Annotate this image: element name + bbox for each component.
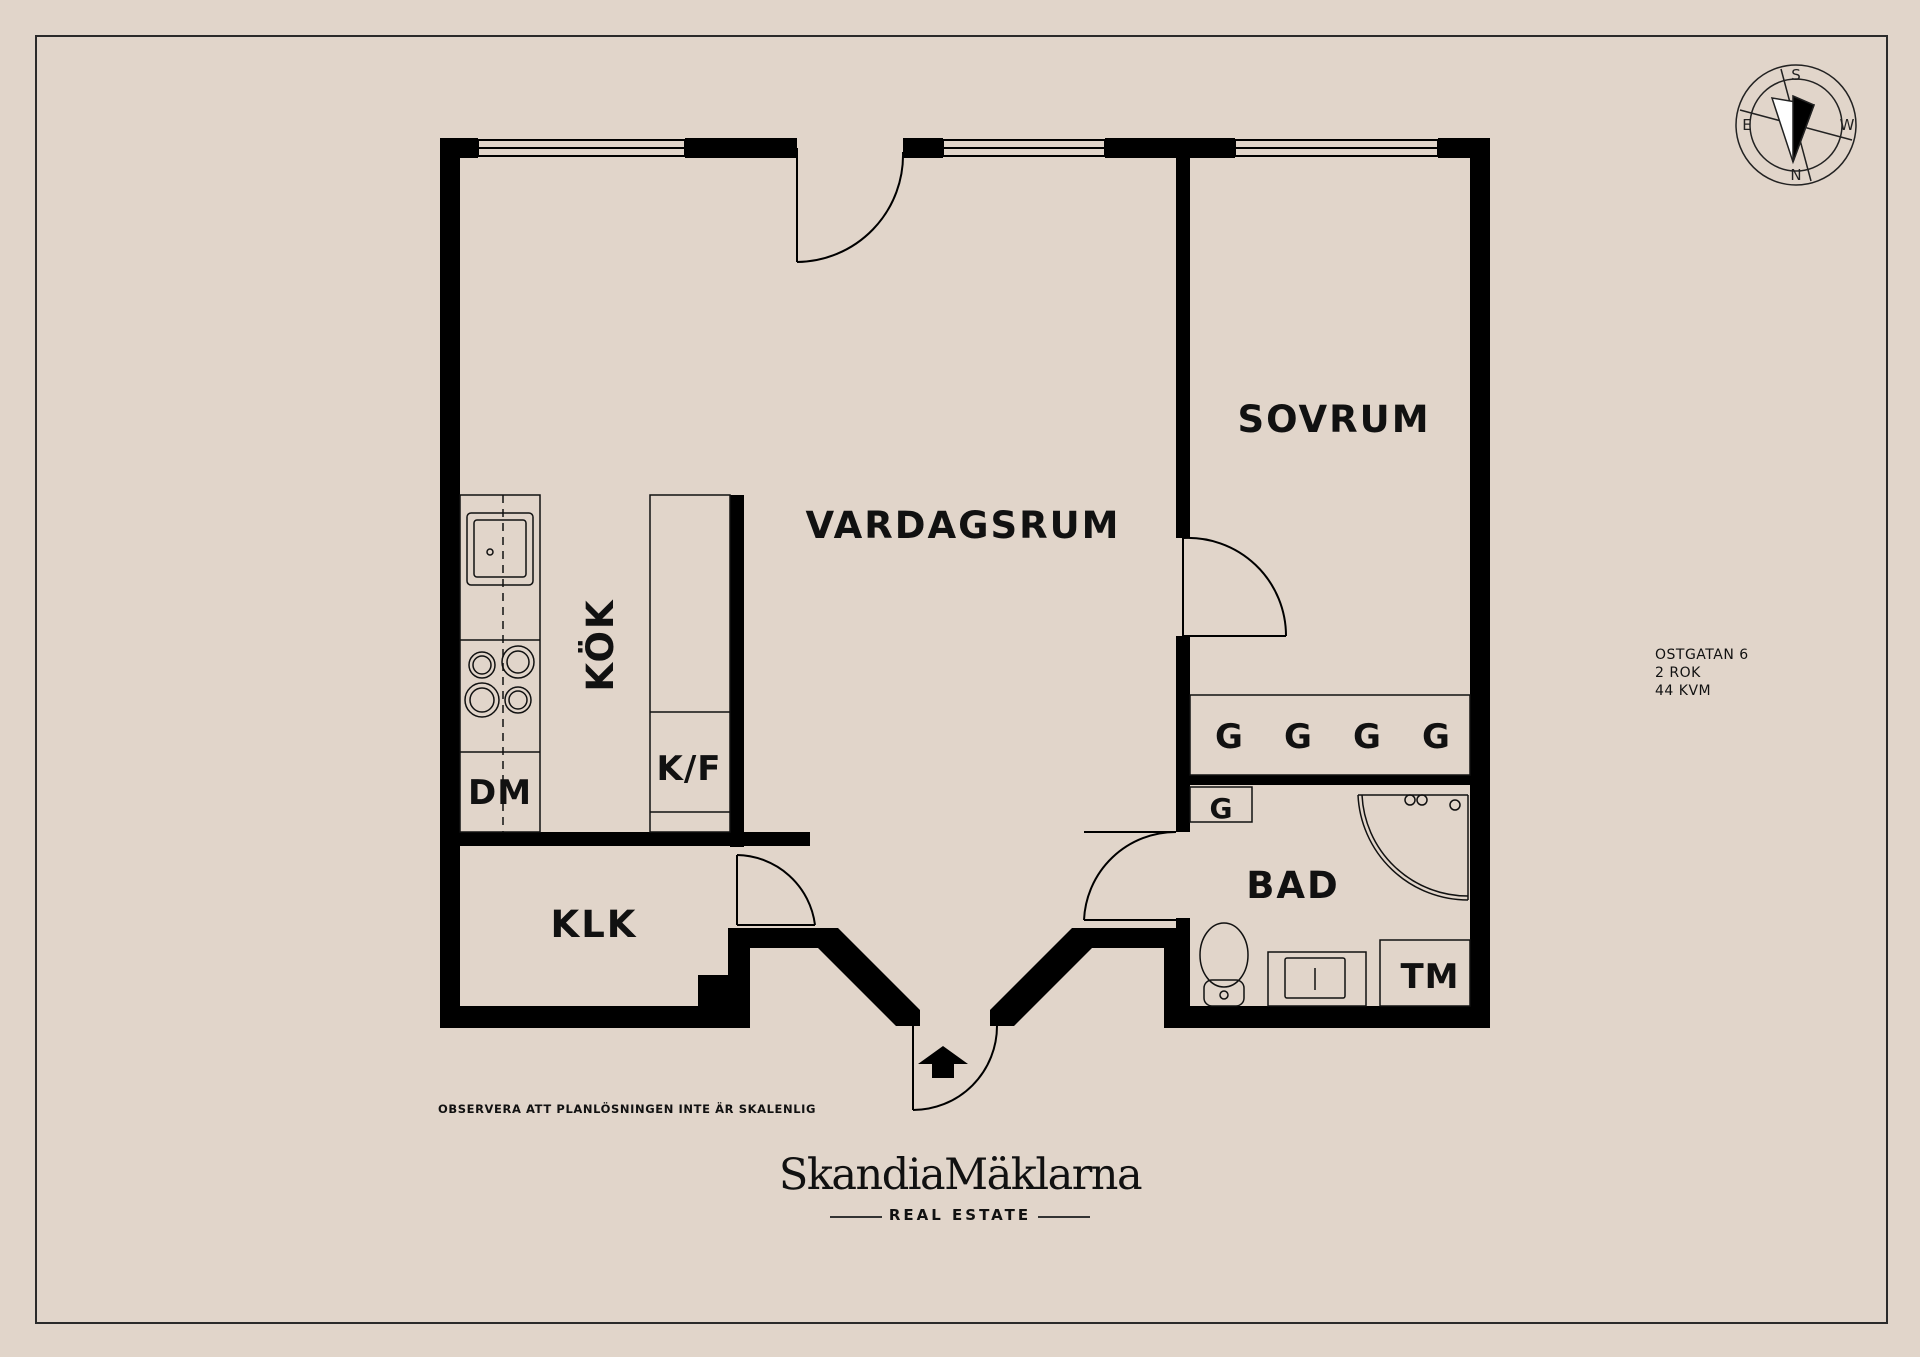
label-tm: TM — [1400, 957, 1459, 997]
wardrobe-labels: G G G G G — [1210, 717, 1450, 825]
label-dm: DM — [468, 773, 532, 813]
brand-logo: SkandiaMäklarna — [778, 1150, 1143, 1200]
label-kok: KÖK — [578, 598, 622, 691]
brand-tagline: REAL ESTATE — [888, 1206, 1032, 1224]
label-garderob: G — [1284, 717, 1312, 757]
label-garderob: G — [1215, 717, 1243, 757]
label-vardagsrum: VARDAGSRUM — [806, 504, 1121, 547]
entrance-arrow — [918, 1046, 968, 1078]
compass-icon: S W N E — [1735, 64, 1857, 186]
scale-disclaimer: OBSERVERA ATT PLANLÖSNINGEN INTE ÄR SKAL… — [438, 1102, 817, 1116]
compass-w: W — [1840, 116, 1855, 134]
label-bad: BAD — [1246, 864, 1340, 907]
kitchen-fixtures — [459, 494, 1471, 1007]
windows — [477, 139, 1439, 157]
divider-left — [830, 1216, 882, 1218]
walls — [440, 138, 1490, 1028]
listing-rooms: 2 ROK — [1655, 665, 1701, 681]
listing-address: OSTGATAN 6 — [1655, 647, 1749, 663]
page-frame — [35, 35, 1888, 1324]
label-klk: KLK — [551, 903, 638, 946]
compass-n: N — [1790, 166, 1801, 184]
divider-right — [1038, 1216, 1090, 1218]
label-garderob: G — [1353, 717, 1381, 757]
listing-info: OSTGATAN 6 2 ROK 44 KVM — [1655, 646, 1749, 700]
label-kf: K/F — [657, 749, 722, 789]
compass-s: S — [1791, 66, 1801, 84]
listing-area: 44 KVM — [1655, 683, 1712, 699]
compass-e: E — [1742, 116, 1751, 134]
label-garderob: G — [1422, 717, 1450, 757]
label-sovrum: SOVRUM — [1237, 398, 1430, 441]
doors — [736, 148, 1288, 1111]
label-garderob: G — [1210, 792, 1233, 825]
